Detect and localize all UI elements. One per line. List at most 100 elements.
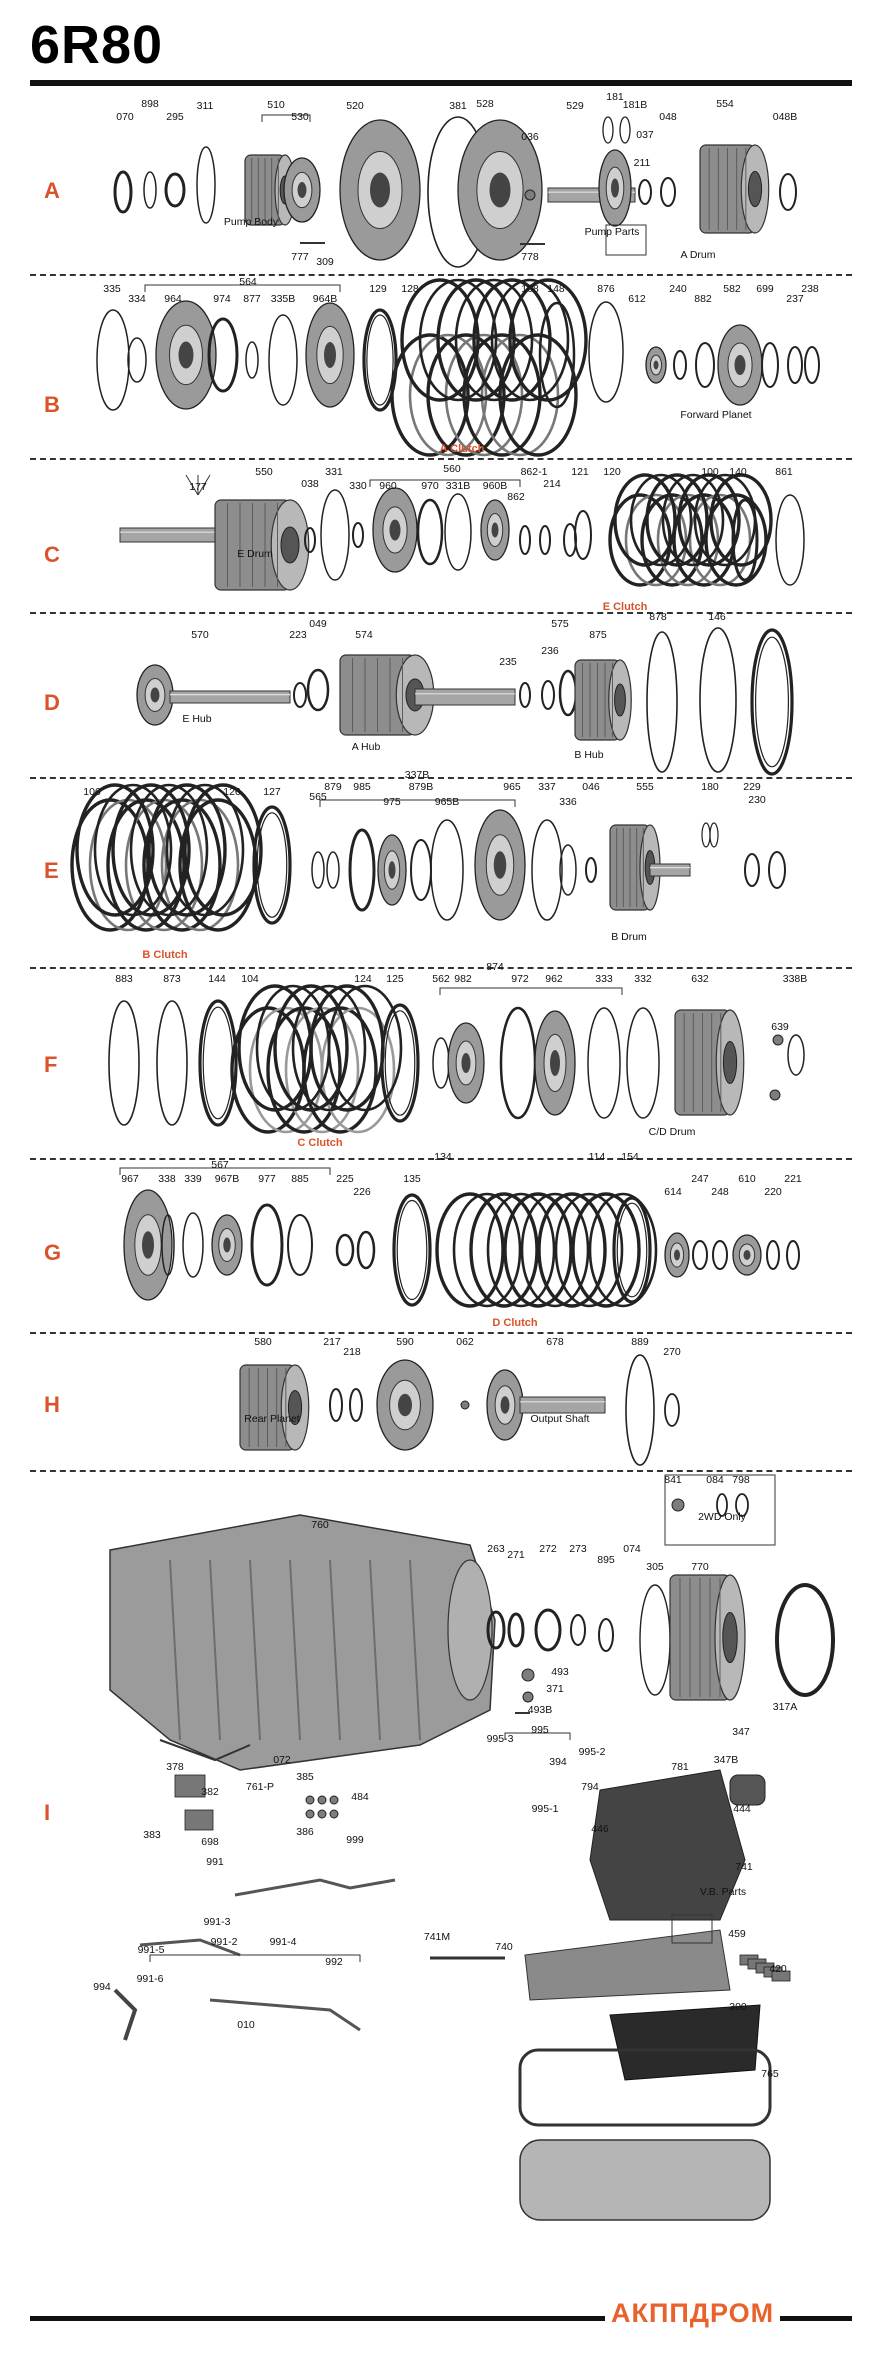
pump-body-bracket [261,114,311,122]
section-letter-f: F [44,1052,58,1077]
section-divider [30,1332,852,1334]
section-letter-h: H [44,1392,60,1417]
b-clutch-piston-center [493,851,507,879]
e-clutch-steel-plates [704,493,768,587]
a-clutch-steel-plates [400,278,480,402]
part-number-label: 977 [258,1173,276,1185]
snap-ring [531,819,563,921]
section-letter-g: G [44,1240,62,1265]
part-number-label: 049 [309,618,327,630]
section-letter-a: A [44,178,60,203]
extension-gasket [639,1584,671,1696]
part-number-label: 331B [446,480,471,492]
part-number-label: 332 [634,973,652,985]
snap-ring [268,314,298,406]
e-hub-shaft [169,690,291,704]
seal-ring [352,522,364,548]
transmission-case [109,1514,496,1771]
part-number-label: 528 [476,98,494,110]
section-divider [30,274,852,276]
case-face [447,1559,493,1701]
seal-ring [519,682,531,708]
friction-disc-inner [202,1006,234,1120]
part-number-label: 420 [769,1963,787,1975]
small-seal [460,1400,470,1410]
part-number-label: 760 [311,1519,329,1531]
seal-ring [161,1214,175,1276]
clutch-label: E Clutch [603,601,648,613]
park-pawl [159,1739,251,1762]
seal-ring [349,1388,363,1422]
seal-ring [539,525,551,555]
friction-disc [252,805,292,925]
case-rib [369,1559,381,1741]
part-number-label: 770 [691,1561,709,1573]
part-number-label: 798 [732,1474,750,1486]
part-name-label: 2WD Only [698,1511,747,1523]
part-number-label: 875 [589,629,607,641]
part-number-label: 237 [786,293,804,305]
part-number-label: 565 [309,791,327,803]
part-number-label: 010 [237,2019,255,2031]
part-number-label: 639 [771,1021,789,1033]
friction-disc [362,308,398,412]
part-number-label: 386 [296,1826,314,1838]
d-clutch-piston-center [142,1231,154,1259]
case-rib [209,1559,221,1741]
part-number-label: 960B [483,480,508,492]
thrust-bearing [293,682,307,708]
part-number-label: 337B [405,769,430,781]
spring-part [305,1809,315,1819]
section-divider [30,1158,852,1160]
seal-ring [356,1230,376,1270]
section-divider [30,1470,852,1472]
part-number-label: 555 [636,781,654,793]
small-seal [524,189,536,201]
friction-disc-inner [366,314,394,406]
pump-assembly-center [370,172,390,208]
rear-planet-hub [287,1390,303,1425]
part-number-label: 862 [507,491,525,503]
seal-ring [779,173,797,211]
clutch-label: B Clutch [142,949,188,961]
check-ball [772,1034,784,1046]
part-number-label: 226 [353,1186,371,1198]
part-number-label: 510 [267,99,285,111]
assembly-bracket [144,284,341,292]
2wd-parts-box [664,1474,776,1546]
part-number-label: 181B [623,99,648,111]
section-letter-c: C [44,542,60,567]
pan-gasket [518,2048,772,2127]
snap-ring [96,309,130,411]
seal-ring [486,1610,506,1650]
d-clutch-pack [554,1192,624,1308]
friction-disc-inner [396,1199,428,1301]
section-letter-e: E [44,858,59,883]
part-number-label: 263 [487,1543,505,1555]
part-number-label: 882 [694,293,712,305]
part-number-label: 862-1 [521,466,548,478]
2wd-ring [735,1493,749,1517]
d-clutch-pack [520,1192,590,1308]
part-number-label: 841 [664,1474,682,1486]
part-number-label: 295 [166,111,184,123]
part-number-label: 070 [116,111,134,123]
return-spring [250,1203,284,1287]
part-number-label: 270 [663,1346,681,1358]
part-number-label: 876 [597,283,615,295]
seal-ring [432,1037,450,1089]
output-shaft [519,1396,606,1414]
seal-ring [326,851,340,889]
seal-ring [692,1240,708,1270]
part-number-label: 211 [634,157,651,169]
part-number-label: 339 [184,1173,202,1185]
b-clutch-steel-plates [129,783,209,917]
spring-part [329,1795,339,1805]
part-number-label: 612 [628,293,646,305]
part-number-label: 273 [569,1543,587,1555]
part-number-label: 225 [336,1173,354,1185]
part-name-label: B Hub [574,749,603,761]
c-clutch-friction-discs [320,1006,396,1134]
seal-ring [638,179,652,205]
seal-ring [335,1233,355,1267]
